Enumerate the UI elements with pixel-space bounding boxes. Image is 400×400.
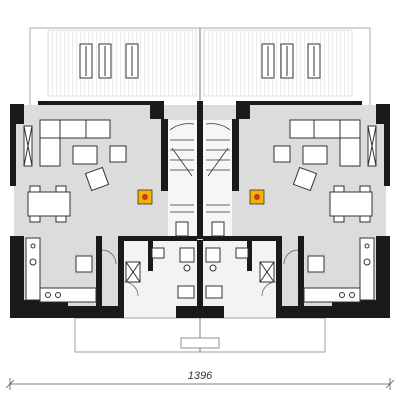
width-dimension-label: 1396 [188, 370, 213, 382]
roof-window-group-left [79, 43, 139, 79]
stairs-left [169, 123, 195, 213]
dining-table-left [27, 185, 71, 223]
coffee-table-left [72, 145, 98, 165]
sofa-left [39, 119, 111, 167]
bathroom-fixtures-left [125, 221, 195, 299]
roof-terrace [29, 27, 371, 109]
sofa-right [289, 119, 361, 167]
tv-unit-left [23, 125, 33, 167]
tv-unit-right [367, 125, 377, 167]
kitchen-right [303, 237, 375, 303]
fireplace-symbol-left [137, 189, 153, 205]
kitchen-left [25, 237, 97, 303]
chair-right [292, 166, 318, 192]
width-dimension-line [5, 378, 395, 390]
armchair-right [273, 145, 291, 163]
front-terrace [74, 317, 326, 353]
coffee-table-right [302, 145, 328, 165]
chair-left [84, 166, 110, 192]
bathroom-fixtures-right [205, 221, 275, 299]
walls [10, 101, 390, 318]
fireplace-symbol-right [249, 189, 265, 205]
armchair-left [109, 145, 127, 163]
dining-table-right [329, 185, 373, 223]
stairs-right [205, 123, 231, 213]
roof-window-group-right [261, 43, 321, 79]
door-swings [101, 249, 299, 297]
